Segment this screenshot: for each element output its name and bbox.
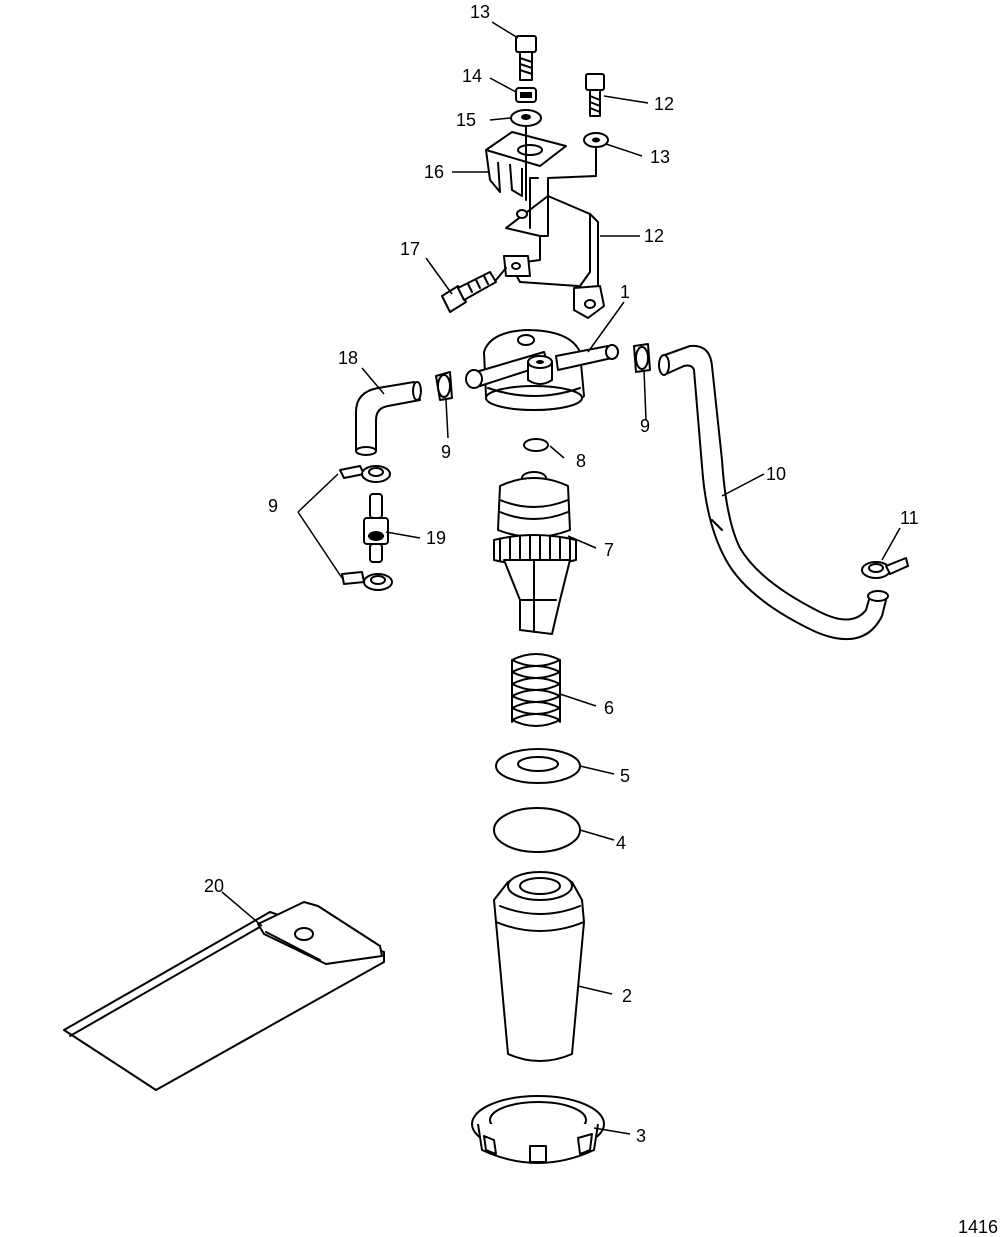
part-8-o-ring (523, 438, 549, 452)
callout-labels: 13 14 15 16 12 13 12 17 1 18 9 9 8 10 10… (204, 2, 998, 1237)
callout-9c: 9 (268, 496, 278, 516)
callout-5: 5 (620, 766, 630, 786)
part-15-bolt (515, 35, 537, 81)
part-21-fitting (363, 493, 389, 563)
part-9-clamp-left (435, 371, 453, 401)
callout-9a: 9 (441, 442, 451, 462)
part-14-bracket (503, 195, 605, 319)
part-2-filter-bowl (493, 871, 585, 1062)
callout-10-label: 10 (766, 464, 786, 484)
part-9-clamp-right (633, 343, 651, 373)
part-7-filter-element (493, 471, 577, 635)
callout-3: 3 (636, 1126, 646, 1146)
callout-4: 4 (616, 833, 626, 853)
callout-22: 20 (204, 876, 224, 896)
callout-17: 15 (456, 110, 476, 130)
callout-20: 18 (338, 348, 358, 368)
part-10-hose (658, 344, 889, 641)
part-6-spring (511, 653, 561, 727)
part-3-bowl-nut (471, 1095, 605, 1164)
callout-15: 13 (470, 2, 490, 22)
part-20-hose (355, 381, 422, 456)
part-12-bolt (585, 73, 605, 117)
part-17-washer (510, 109, 542, 127)
callout-8: 8 (576, 451, 586, 471)
callout-2: 2 (622, 986, 632, 1006)
callout-1: 1 (620, 282, 630, 302)
part-19-screw (441, 271, 497, 313)
callout-9b: 9 (640, 416, 650, 436)
leader-lines (221, 21, 901, 1135)
part-11-clamp (861, 557, 909, 579)
part-1-filter-head (465, 329, 619, 411)
part-4-o-ring (493, 807, 581, 853)
callout-12: 12 (654, 94, 674, 114)
callout-19: 17 (400, 239, 420, 259)
part-9-clamp-upper (339, 465, 391, 483)
part-5-gasket (495, 748, 581, 784)
part-13-washer (583, 132, 609, 148)
callout-14: 12 (644, 226, 664, 246)
part-16-lock-washer (515, 87, 537, 103)
part-22-pouch (63, 901, 385, 1091)
callout-11: 11 (900, 508, 919, 528)
callout-6: 6 (604, 698, 614, 718)
callout-16: 14 (462, 66, 482, 86)
callout-13: 13 (650, 147, 670, 167)
callout-21: 19 (426, 528, 446, 548)
part-9-clamp-lower (341, 571, 393, 591)
callout-7: 7 (604, 540, 614, 560)
callout-18: 16 (424, 162, 444, 182)
figure-number: 1416 (958, 1217, 998, 1237)
